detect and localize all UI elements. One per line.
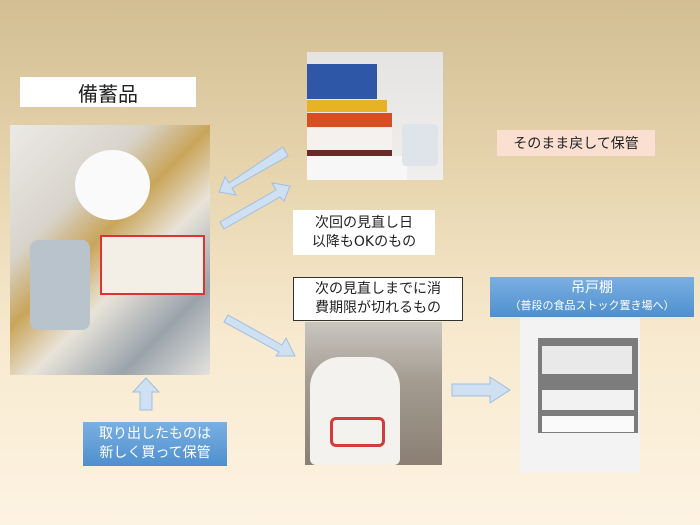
title: 備蓄品	[78, 81, 138, 106]
keep-label: そのまま戻して保管	[497, 130, 655, 156]
arrow-to-keep	[219, 182, 291, 230]
replace-label: 取り出したものは 新しく買って保管	[83, 422, 227, 466]
keep-items-photo	[307, 52, 443, 180]
next-ok-label: 次回の見直し日 以降もOKのもの	[293, 210, 435, 255]
stockpile-drawer-photo	[10, 125, 210, 375]
arrow-up-to-drawer	[131, 377, 161, 411]
cabinet-label: 吊戸棚 （普段の食品ストック置き場へ）	[490, 277, 694, 317]
wall-cabinet-photo	[520, 318, 640, 473]
title-box: 備蓄品	[20, 77, 196, 107]
expiring-items-photo	[305, 322, 442, 465]
arrow-to-drawer	[218, 146, 289, 196]
expiring-label: 次の見直しまでに消 費期限が切れるもの	[293, 277, 463, 321]
arrow-to-expiring	[223, 314, 296, 357]
arrow-to-cabinet	[451, 376, 511, 404]
